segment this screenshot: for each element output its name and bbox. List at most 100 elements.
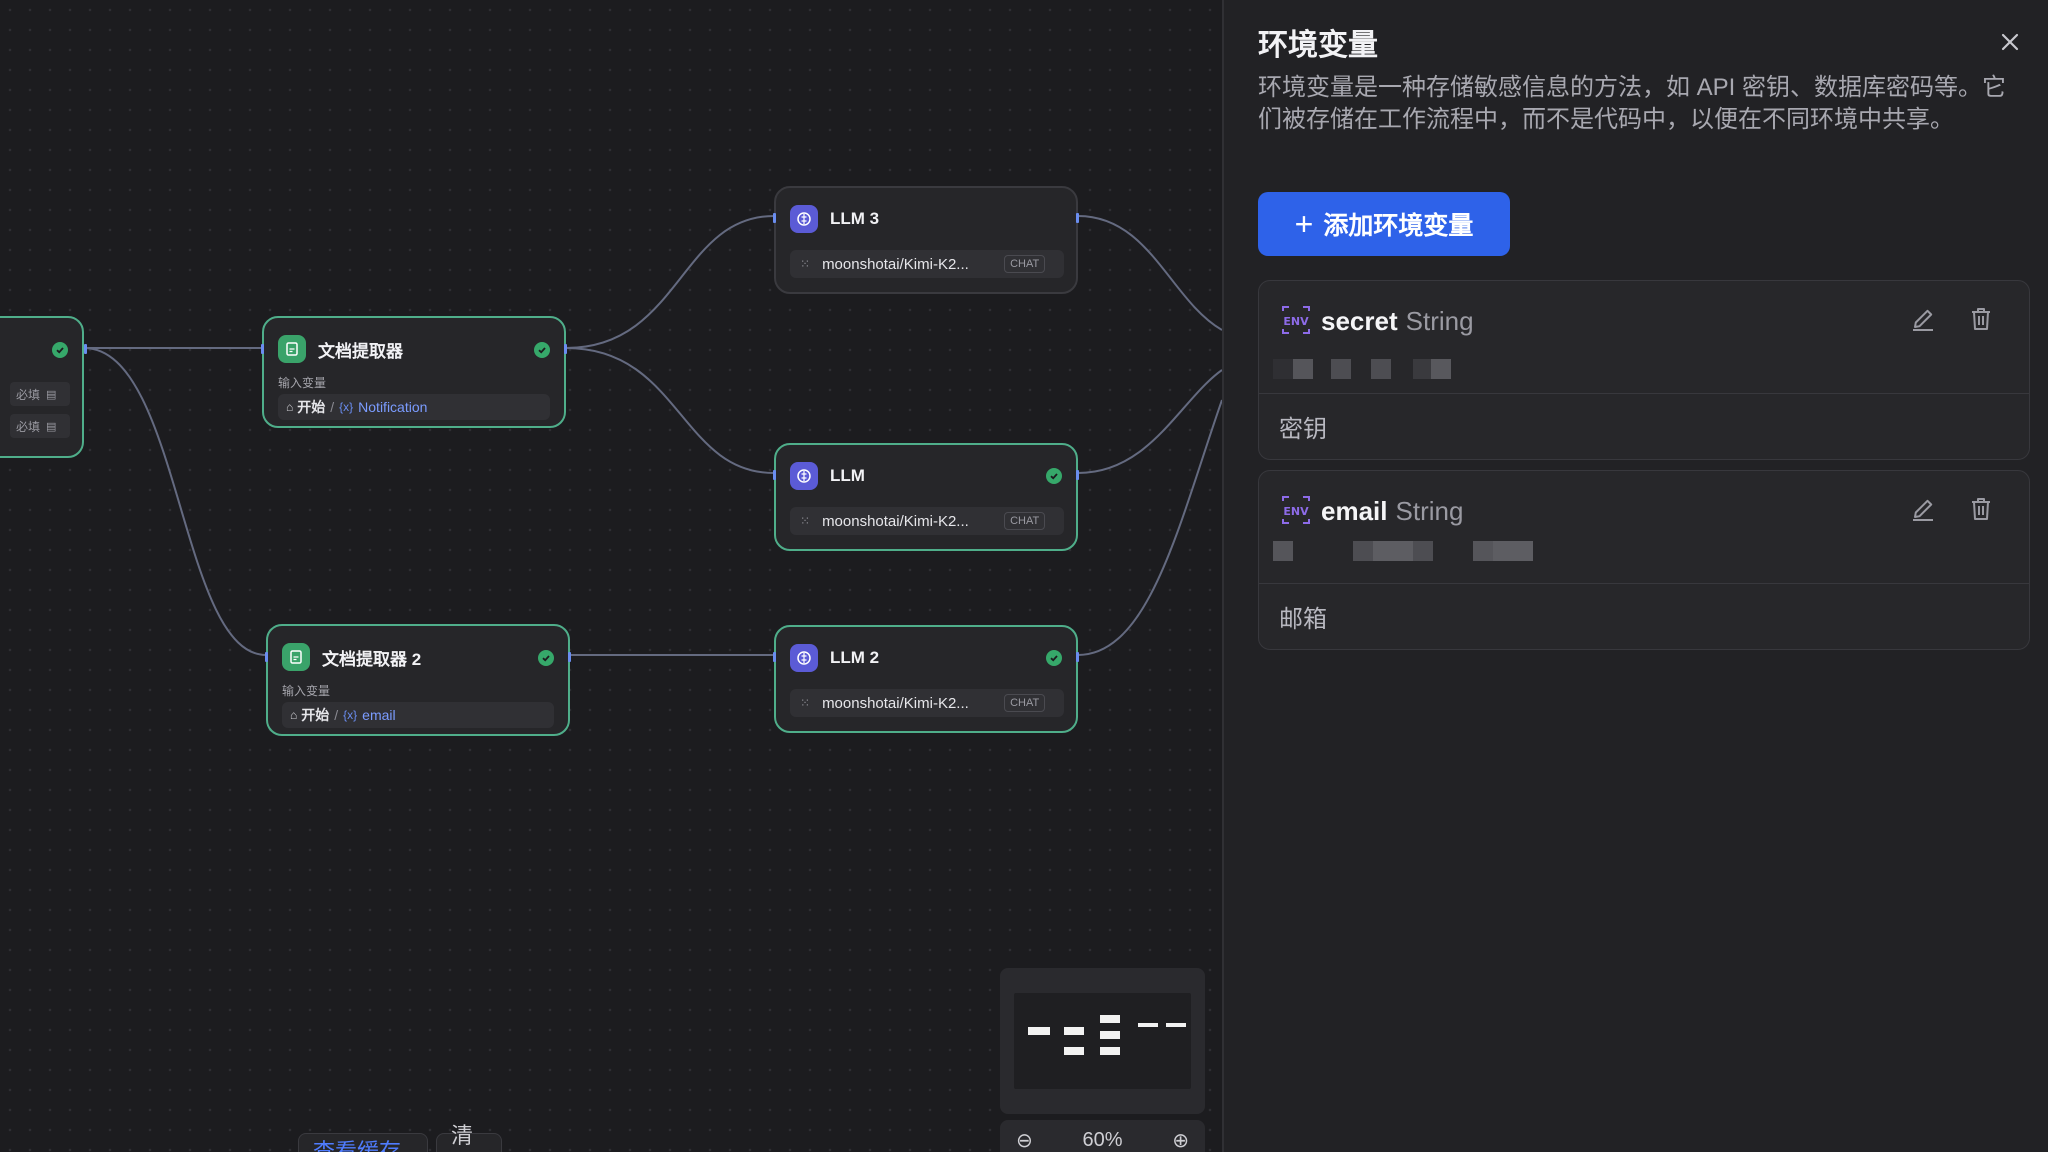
env-icon: ENV	[1281, 495, 1311, 530]
input-handle[interactable]	[773, 470, 776, 480]
home-icon: ⌂	[290, 708, 298, 722]
model-selector[interactable]: ⁙ moonshotai/Kimi-K2... CHAT	[790, 689, 1064, 717]
view-cache-label: 查看缓存	[313, 1139, 402, 1152]
required-row: 必填 ▤	[10, 382, 70, 406]
path-separator: /	[330, 399, 335, 415]
output-handle[interactable]	[564, 344, 567, 354]
mask-block	[1273, 541, 1293, 561]
variable-name: Notification	[358, 399, 428, 415]
doc-extractor-node[interactable]: 文档提取器 2 输入变量 ⌂ 开始 / {x} email	[265, 624, 571, 736]
llm-node[interactable]: LLM ⁙ moonshotai/Kimi-K2... CHAT	[773, 443, 1079, 551]
env-badge-text: ENV	[1283, 505, 1309, 518]
clear-button[interactable]: 清除	[436, 1123, 502, 1152]
env-variable-description: 密钥	[1279, 416, 1327, 443]
model-name: moonshotai/Kimi-K2...	[822, 512, 969, 530]
env-variable-description: 邮箱	[1279, 606, 1327, 633]
minimap-node	[1166, 1023, 1186, 1027]
output-handle[interactable]	[84, 344, 87, 354]
model-mode-badge: CHAT	[1004, 694, 1046, 712]
doc-extractor-node[interactable]: 文档提取器 输入变量 ⌂ 开始 / {x} Notification	[261, 316, 567, 428]
document-icon	[282, 643, 310, 671]
path-separator: /	[334, 707, 339, 723]
document-icon	[278, 335, 306, 363]
model-name: moonshotai/Kimi-K2...	[822, 694, 969, 712]
workflow-canvas[interactable]: 必填 ▤ 必填 ▤ 文档提取器 输入变量 ⌂ 开始 / {x} Notifica…	[0, 0, 1222, 1152]
pencil-icon[interactable]	[1909, 495, 1937, 528]
input-variable-pill[interactable]: ⌂ 开始 / {x} email	[282, 702, 554, 728]
output-handle[interactable]	[1076, 652, 1079, 662]
minimap-viewport	[1014, 993, 1191, 1089]
variable-name: email	[362, 707, 396, 723]
zoom-in-icon[interactable]: ⊕	[1172, 1129, 1189, 1152]
variable-icon: {x}	[339, 400, 354, 414]
edge-llm3-out	[1077, 215, 1222, 331]
model-mode-badge: CHAT	[1004, 255, 1046, 273]
status-check-icon	[538, 650, 554, 666]
mask-block	[1331, 359, 1351, 379]
minimap-node	[1138, 1023, 1158, 1027]
start-node[interactable]: 必填 ▤ 必填 ▤	[0, 316, 87, 458]
minimap[interactable]	[1000, 968, 1205, 1114]
model-selector[interactable]: ⁙ moonshotai/Kimi-K2... CHAT	[790, 250, 1064, 278]
card-divider	[1259, 583, 2029, 584]
source-node-label: 开始	[301, 707, 330, 723]
status-check-icon	[534, 342, 550, 358]
node-title: LLM 3	[830, 209, 880, 228]
node-title: LLM 2	[830, 648, 880, 667]
zoom-level[interactable]: 60%	[1082, 1128, 1123, 1151]
required-label: 必填	[16, 419, 41, 434]
input-variable-pill[interactable]: ⌂ 开始 / {x} Notification	[278, 394, 550, 420]
input-variable-label: 输入变量	[282, 684, 331, 698]
minimap-node	[1064, 1047, 1084, 1055]
pencil-icon[interactable]	[1909, 305, 1937, 338]
required-label: 必填	[16, 387, 41, 402]
node-title: 文档提取器 2	[322, 649, 422, 669]
clear-label: 清除	[451, 1123, 474, 1148]
model-provider-icon: ⁙	[800, 257, 811, 271]
input-handle[interactable]	[773, 652, 776, 662]
required-row: 必填 ▤	[10, 414, 70, 438]
trash-icon[interactable]	[1967, 305, 1995, 338]
edge-doc1-llm	[565, 347, 775, 474]
edges-layer	[83, 215, 1222, 656]
mask-block	[1413, 359, 1433, 379]
output-handle[interactable]	[568, 652, 571, 662]
input-handle[interactable]	[261, 344, 264, 354]
home-icon: ⌂	[286, 400, 294, 414]
trash-icon[interactable]	[1967, 495, 1995, 528]
card-divider	[1259, 393, 2029, 394]
env-variables-panel: 环境变量 环境变量是一种存储敏感信息的方法，如 API 密钥、数据库密码等。它们…	[1222, 0, 2048, 1152]
input-handle[interactable]	[265, 652, 268, 662]
llm-node[interactable]: LLM 2 ⁙ moonshotai/Kimi-K2... CHAT	[773, 625, 1079, 733]
view-cache-button[interactable]: 查看缓存	[298, 1133, 428, 1152]
env-variable-type: String	[1405, 306, 1474, 336]
status-check-icon	[1046, 468, 1062, 484]
brain-icon	[790, 462, 818, 490]
env-badge-text: ENV	[1283, 315, 1309, 328]
variable-icon: {x}	[343, 708, 358, 722]
panel-title: 环境变量	[1258, 29, 1378, 62]
output-handle[interactable]	[1076, 213, 1079, 223]
brain-icon	[790, 205, 818, 233]
model-selector[interactable]: ⁙ moonshotai/Kimi-K2... CHAT	[790, 507, 1064, 535]
llm-node[interactable]: LLM 3 ⁙ moonshotai/Kimi-K2... CHAT	[773, 186, 1079, 294]
model-provider-icon: ⁙	[800, 514, 811, 528]
mask-block	[1413, 541, 1433, 561]
input-handle[interactable]	[773, 213, 776, 223]
mask-block	[1273, 359, 1293, 379]
panel-description: 环境变量是一种存储敏感信息的方法，如 API 密钥、数据库密码等。它们被存储在工…	[1258, 74, 2007, 133]
mask-block	[1371, 359, 1391, 379]
close-icon[interactable]	[1990, 22, 2030, 62]
node-title: 文档提取器	[318, 341, 403, 361]
brain-icon	[790, 644, 818, 672]
output-handle[interactable]	[1076, 470, 1079, 480]
env-variable-name-text: email	[1321, 496, 1388, 526]
mask-block	[1293, 359, 1313, 379]
add-env-variable-button[interactable]: + 添加环境变量	[1258, 192, 1510, 256]
zoom-out-icon[interactable]: ⊖	[1016, 1129, 1033, 1152]
env-variable-name-text: secret	[1321, 306, 1398, 336]
